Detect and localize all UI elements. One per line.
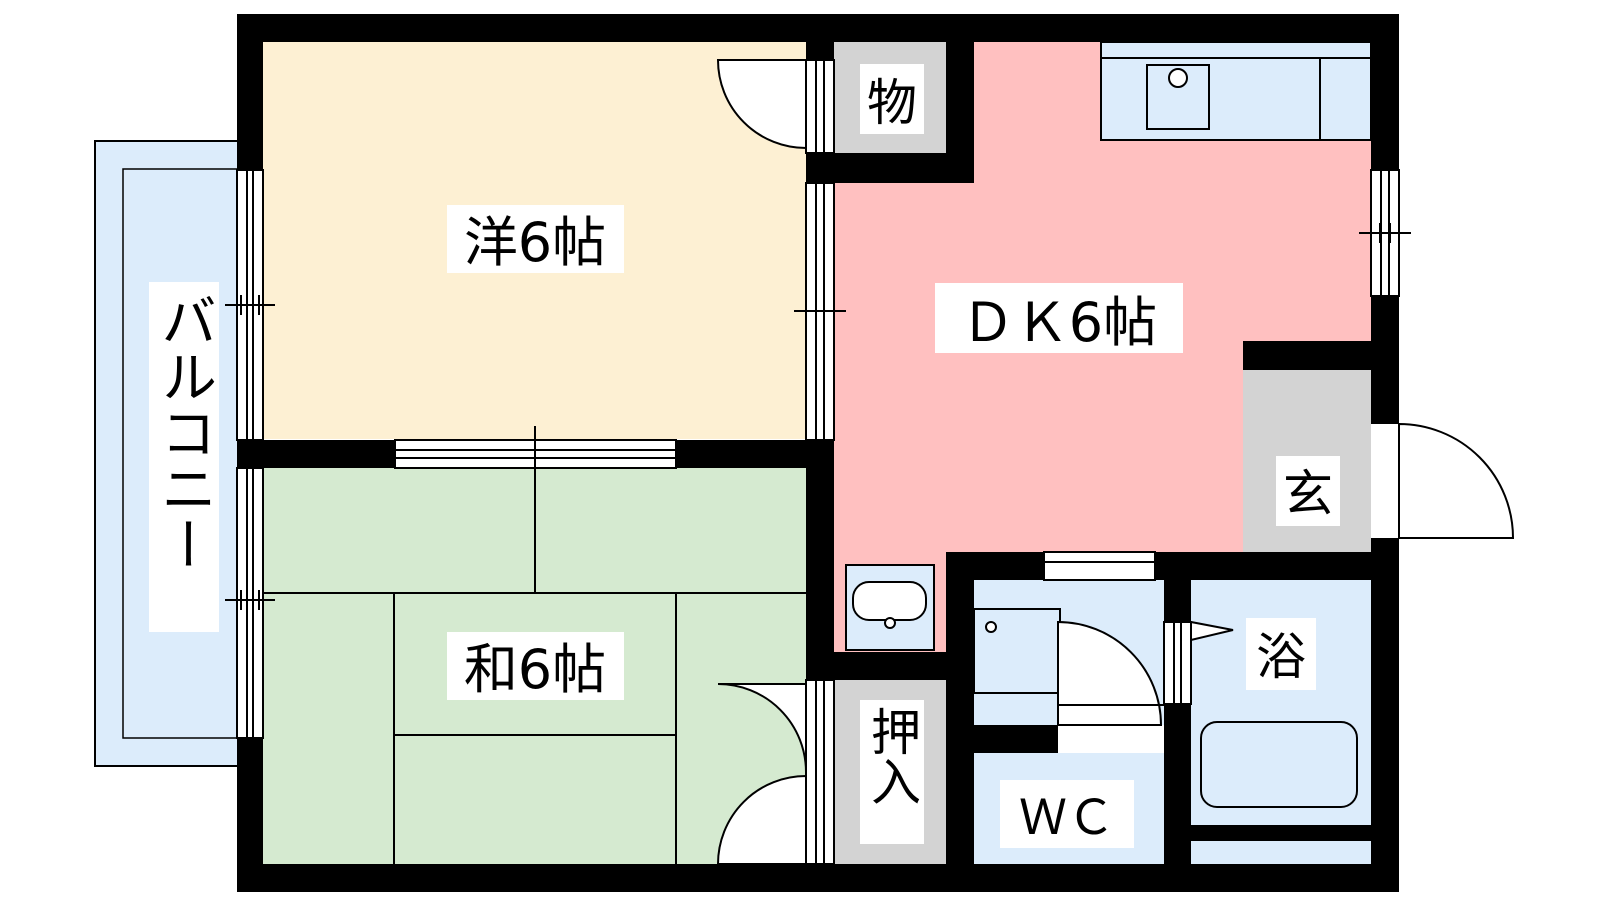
label-storage: 物 — [867, 74, 917, 132]
swing-doors — [716, 59, 1515, 865]
bathtub — [1200, 721, 1358, 808]
sink-basin — [852, 581, 927, 629]
label-entrance: 玄 — [1283, 465, 1333, 523]
label-closet: 押入 — [863, 706, 921, 806]
walls — [237, 14, 1399, 892]
label-bath: 浴 — [1256, 628, 1306, 686]
room-labels: 洋6帖 和6帖 ＤＫ6帖 物 玄 浴 ＷＣ 押入 バルコニー — [149, 64, 1340, 848]
label-toilet: ＷＣ — [1019, 790, 1115, 846]
label-western: 洋6帖 — [464, 211, 606, 274]
windows — [225, 169, 1411, 739]
kitchen-counter — [1100, 41, 1372, 141]
toilet-fixture — [973, 608, 1061, 694]
label-dining-kitchen: ＤＫ6帖 — [961, 291, 1157, 354]
label-balcony: バルコニー — [152, 292, 217, 572]
sliding-doors — [394, 59, 1192, 865]
label-japanese: 和6帖 — [464, 638, 606, 701]
tatami-lines — [263, 468, 806, 864]
